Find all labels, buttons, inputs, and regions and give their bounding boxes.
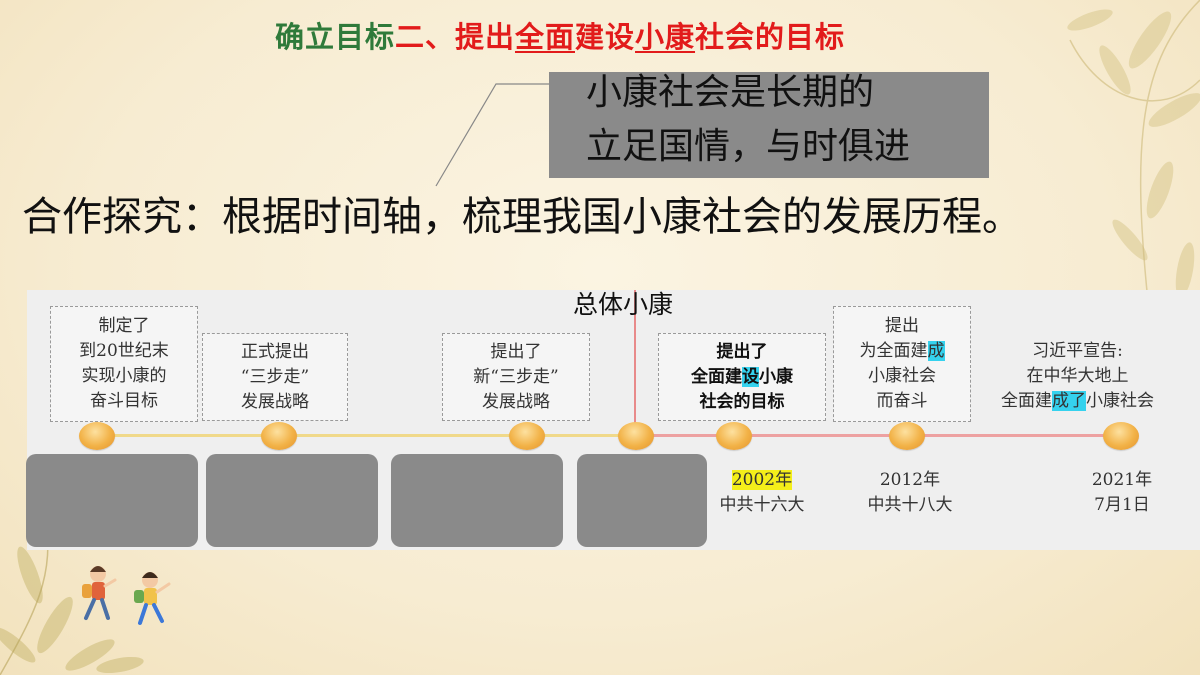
title-part-rest: 社会的目标 xyxy=(695,20,846,54)
event-5-line: 而奋斗 xyxy=(876,391,928,411)
timeline-dot xyxy=(509,422,545,450)
event-box-4: 提出了 全面建设小康 社会的目标 xyxy=(658,333,826,421)
event-5-line: 为全面建成 xyxy=(834,339,970,364)
event-box-3: 提出了 新“三步走” 发展战略 xyxy=(442,333,590,421)
event-6-text: 全面建 xyxy=(1001,390,1052,411)
year-2012: 2012年 xyxy=(879,470,941,490)
timeline-dot xyxy=(618,422,654,450)
event-1-line: 实现小康的 xyxy=(81,366,167,386)
event-4-line: 提出了 xyxy=(716,341,768,362)
answer-mask-1[interactable] xyxy=(26,454,198,547)
overall-xiaokang-marker-line xyxy=(634,290,636,435)
timeline-axis-red xyxy=(636,434,1122,437)
event-box-1: 制定了 到20世纪末 实现小康的 奋斗目标 xyxy=(50,306,198,422)
year-2002: 2002年 xyxy=(731,470,793,490)
running-children-illustration xyxy=(82,566,171,625)
year-label-2002: 2002年 中共十六大 xyxy=(700,468,824,518)
timeline-dot xyxy=(79,422,115,450)
event-4-text: 全面建 xyxy=(691,366,742,387)
event-2-line: 发展战略 xyxy=(241,391,309,412)
leaves-decoration-top-right xyxy=(1067,0,1200,321)
title-part-quanmian: 全面 xyxy=(514,20,575,54)
year-label-2012: 2012年 中共十八大 xyxy=(848,468,972,518)
callout-box xyxy=(549,72,989,178)
event-1-line: 奋斗目标 xyxy=(90,391,158,411)
title-part-jianshe: 建设 xyxy=(575,20,636,54)
event-2-line: 正式提出 xyxy=(241,341,309,362)
event-box-5: 提出 为全面建成 小康社会 而奋斗 xyxy=(833,306,971,422)
event-6-line: 全面建成了小康社会 xyxy=(975,389,1180,414)
event-box-2: 正式提出 “三步走” 发展战略 xyxy=(202,333,348,421)
event-4-line: 全面建设小康 xyxy=(659,365,825,390)
event-6-text: 小康社会 xyxy=(1086,390,1154,411)
title-part-section: 二、提出 xyxy=(394,20,515,54)
event-5-line: 小康社会 xyxy=(868,366,936,386)
callout-text: 小康社会是长期的 立足国情，与时俱进 xyxy=(586,66,910,174)
event-6-line: 习近平宣告: xyxy=(1032,340,1123,361)
callout-line-2: 立足国情，与时俱进 xyxy=(586,126,911,167)
title-part-xiaokang: 小康 xyxy=(635,20,696,54)
event-box-6: 习近平宣告: 在中华大地上 全面建成了小康社会 xyxy=(975,333,1180,419)
year-2021: 2021年 xyxy=(1091,470,1153,490)
year-2002-desc: 中共十六大 xyxy=(719,495,805,515)
event-5-text: 为全面建 xyxy=(859,341,928,361)
event-4-line: 社会的目标 xyxy=(699,391,785,412)
event-1-line: 到20世纪末 xyxy=(79,341,169,361)
timeline-dot xyxy=(716,422,752,450)
timeline-dot xyxy=(889,422,925,450)
event-4-highlight: 设 xyxy=(742,366,759,387)
leaves-decoration-bottom-left xyxy=(0,494,144,675)
event-4-text: 小康 xyxy=(759,366,793,387)
answer-mask-3[interactable] xyxy=(391,454,563,547)
callout-line-1: 小康社会是长期的 xyxy=(586,72,875,113)
event-6-highlight: 成了 xyxy=(1052,390,1086,411)
year-label-2021: 2021年 7月1日 xyxy=(1060,468,1184,518)
timeline-dot xyxy=(261,422,297,450)
slide-title: 确立目标二、提出全面建设小康社会的目标 xyxy=(0,14,1120,56)
event-3-line: 发展战略 xyxy=(482,391,550,412)
event-6-line: 在中华大地上 xyxy=(1026,365,1129,386)
event-3-line: 提出了 xyxy=(490,341,542,362)
year-2021-desc: 7月1日 xyxy=(1094,495,1150,515)
timeline-dot xyxy=(1103,422,1139,450)
event-2-line: “三步走” xyxy=(240,366,310,387)
overall-xiaokang-label: 总体小康 xyxy=(573,290,674,319)
task-heading: 合作探究：根据时间轴，梳理我国小康社会的发展历程。 xyxy=(22,194,1022,240)
event-3-line: 新“三步走” xyxy=(473,366,559,387)
event-5-highlight: 成 xyxy=(927,341,945,361)
year-2012-desc: 中共十八大 xyxy=(867,495,953,515)
event-5-line: 提出 xyxy=(885,316,919,336)
answer-mask-4[interactable] xyxy=(577,454,707,547)
title-part-target: 确立目标 xyxy=(274,20,395,54)
answer-mask-2[interactable] xyxy=(206,454,378,547)
timeline-axis-yellow xyxy=(96,434,636,437)
event-1-line: 制定了 xyxy=(98,316,150,336)
